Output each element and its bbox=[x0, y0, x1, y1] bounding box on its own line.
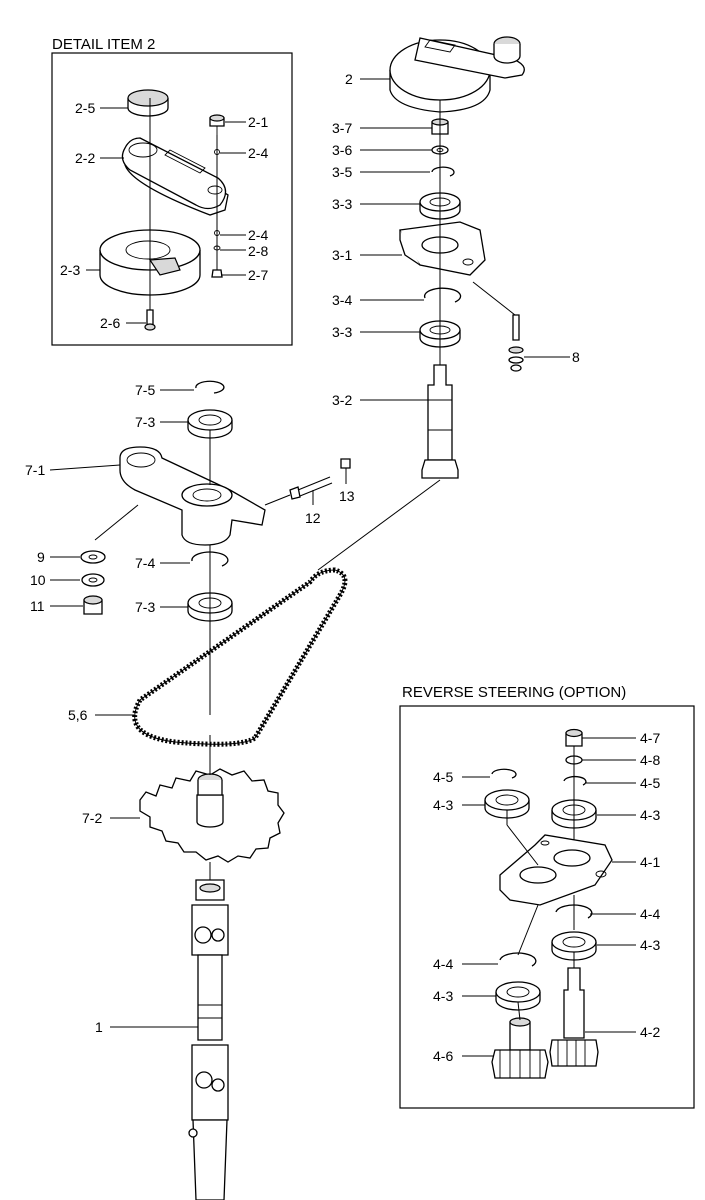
label-4-5-right: 4-5 bbox=[640, 775, 660, 791]
label-4-2: 4-2 bbox=[640, 1024, 660, 1040]
label-7-2: 7-2 bbox=[82, 810, 102, 826]
circlip-4-5-left bbox=[491, 768, 517, 779]
steering-column-1: 1 bbox=[95, 862, 229, 1200]
label-9: 9 bbox=[37, 549, 45, 565]
bolt-8 bbox=[472, 281, 524, 372]
bearing-4-3-left-lower bbox=[495, 981, 541, 1011]
tensioner-assembly: 13 12 9 10 11 7-5 7-3 7 bbox=[25, 380, 355, 715]
label-4-8: 4-8 bbox=[640, 752, 660, 768]
cap-2-5 bbox=[127, 89, 169, 117]
reverse-steering-panel: REVERSE STEERING (OPTION) bbox=[399, 684, 695, 1109]
label-4-1: 4-1 bbox=[640, 854, 660, 870]
label-2-7: 2-7 bbox=[248, 267, 268, 283]
label-2-5: 2-5 bbox=[75, 100, 95, 116]
label-8: 8 bbox=[572, 349, 580, 365]
label-2-8: 2-8 bbox=[248, 243, 268, 259]
label-1: 1 bbox=[95, 1019, 103, 1035]
arm-7-1 bbox=[119, 446, 266, 546]
label-4-4-right: 4-4 bbox=[640, 906, 660, 922]
upper-pivot-assembly: 2 bbox=[332, 36, 580, 479]
gear-4-6 bbox=[491, 1017, 549, 1079]
label-10: 10 bbox=[30, 572, 46, 588]
label-3-2: 3-2 bbox=[332, 392, 352, 408]
label-3-1: 3-1 bbox=[332, 247, 352, 263]
label-7-4: 7-4 bbox=[135, 555, 155, 571]
label-3-6: 3-6 bbox=[332, 142, 352, 158]
label-4-3-right: 4-3 bbox=[640, 807, 660, 823]
label-2-3: 2-3 bbox=[60, 262, 80, 278]
label-3-5: 3-5 bbox=[332, 164, 352, 180]
lever-plate-2-2 bbox=[121, 137, 229, 216]
label-7-3-lower: 7-3 bbox=[135, 599, 155, 615]
label-3-7: 3-7 bbox=[332, 120, 352, 136]
circlip-4-5-right bbox=[563, 775, 587, 786]
label-4-6: 4-6 bbox=[433, 1048, 453, 1064]
label-4-7: 4-7 bbox=[640, 730, 660, 746]
label-4-3-left: 4-3 bbox=[433, 797, 453, 813]
label-4-5-left: 4-5 bbox=[433, 769, 453, 785]
screw-2-6 bbox=[144, 293, 156, 331]
label-7-3-upper: 7-3 bbox=[135, 414, 155, 430]
label-5-6: 5,6 bbox=[68, 707, 88, 723]
bracket-4-1 bbox=[499, 834, 613, 906]
reverse-steering-title: REVERSE STEERING (OPTION) bbox=[402, 684, 626, 701]
bolt-2-1 bbox=[209, 114, 225, 135]
label-4-3-right-lower: 4-3 bbox=[640, 937, 660, 953]
label-2: 2 bbox=[345, 71, 353, 87]
bearing-7-3-upper bbox=[187, 409, 233, 439]
label-7-1: 7-1 bbox=[25, 462, 45, 478]
sprocket-7-2: 7-2 bbox=[82, 735, 285, 863]
label-2-2: 2-2 bbox=[75, 150, 95, 166]
shaft-3-2 bbox=[421, 364, 459, 479]
detail-item-2-title: DETAIL ITEM 2 bbox=[52, 36, 155, 53]
circlip-3-4 bbox=[423, 287, 462, 303]
housing-2 bbox=[389, 36, 525, 113]
circlip-7-5 bbox=[195, 380, 225, 394]
chain-5-6: 5,6 bbox=[68, 479, 441, 747]
label-11: 11 bbox=[30, 598, 45, 614]
label-3-4: 3-4 bbox=[332, 292, 352, 308]
label-2-4-a: 2-4 bbox=[248, 145, 268, 161]
washer-9 bbox=[80, 550, 106, 564]
label-4-4-left: 4-4 bbox=[433, 956, 453, 972]
label-3-3-bottom: 3-3 bbox=[332, 324, 352, 340]
bolt-12 bbox=[264, 476, 333, 506]
label-4-3-left-lower: 4-3 bbox=[433, 988, 453, 1004]
label-2-4-b: 2-4 bbox=[248, 227, 268, 243]
label-3-3-top: 3-3 bbox=[332, 196, 352, 212]
nut-2-7 bbox=[211, 269, 223, 278]
circlip-4-4-left bbox=[499, 952, 537, 967]
circlip-3-5 bbox=[431, 166, 455, 177]
label-2-1: 2-1 bbox=[248, 114, 268, 130]
bracket-3-1 bbox=[399, 221, 486, 276]
label-12: 12 bbox=[305, 510, 321, 526]
label-13: 13 bbox=[339, 488, 355, 504]
nut-13 bbox=[340, 458, 351, 469]
detail-item-2-panel: DETAIL ITEM 2 bbox=[51, 36, 293, 346]
washer-10 bbox=[81, 573, 105, 587]
shaft-4-2 bbox=[549, 967, 599, 1067]
label-2-6: 2-6 bbox=[100, 315, 120, 331]
label-7-5: 7-5 bbox=[135, 382, 155, 398]
